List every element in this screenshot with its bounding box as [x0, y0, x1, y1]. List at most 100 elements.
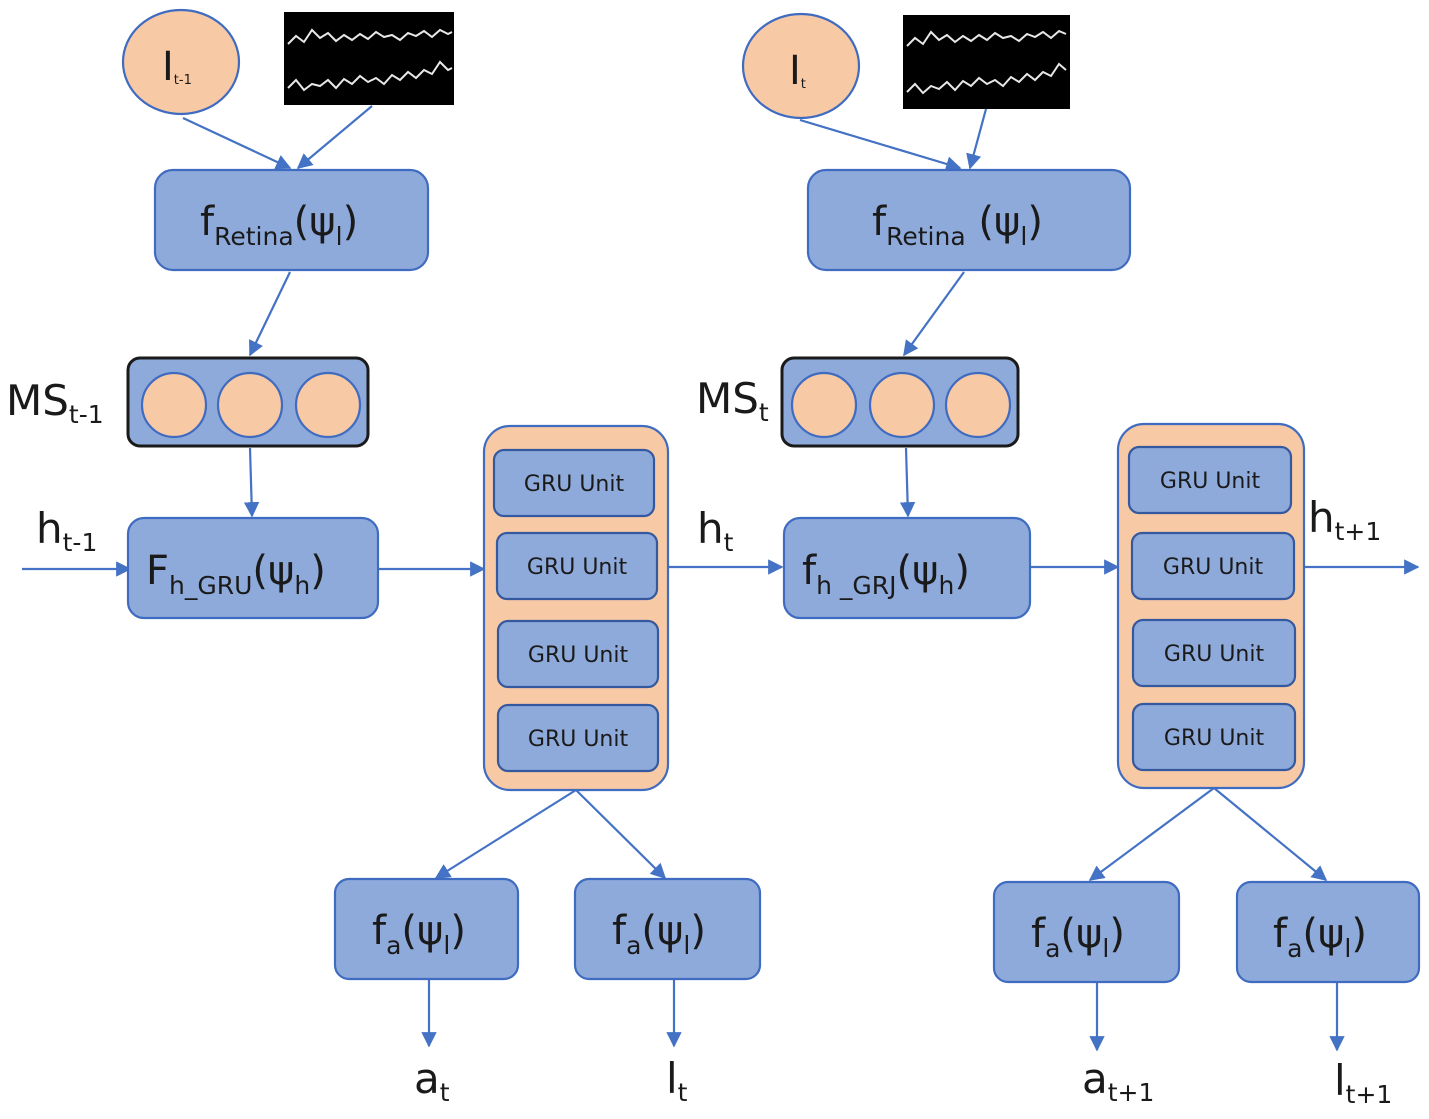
gru-unit-left-1-label: GRU Unit	[524, 472, 625, 497]
fh-right-sub: h _GRJ	[816, 571, 896, 600]
ms-right-cell-1	[790, 371, 858, 439]
ms-right-base: MS	[696, 374, 759, 423]
ms-left-cell-3	[294, 371, 362, 439]
gru-unit-left-4-label: GRU Unit	[528, 727, 629, 752]
fh-left-sub: h_GRU	[169, 571, 252, 600]
fh-right-close: )	[954, 548, 970, 594]
fa3-close: )	[1109, 911, 1125, 957]
retina-node-left: fRetina(ψl)	[153, 168, 430, 272]
fh-right-argsub: h	[939, 571, 955, 600]
svg-text:fh _GRJ(ψh): fh _GRJ(ψh)	[802, 548, 970, 600]
output-l-t1: lt+1	[1334, 1056, 1392, 1109]
fa2-close: )	[690, 908, 706, 954]
gru-unit-left-2: GRU Unit	[495, 531, 659, 601]
retina-right-base: f	[872, 199, 887, 245]
ms-right-sub: t	[759, 398, 769, 427]
fa3-sub: a	[1045, 934, 1060, 963]
gru-unit-right-2-label: GRU Unit	[1163, 555, 1264, 580]
retina-node-right: fRetina (ψl)	[806, 168, 1132, 272]
retina-right-sub: Retina	[886, 222, 966, 251]
edge-signal-left-to-retina	[296, 105, 373, 169]
h-left-label: ht-1	[36, 504, 97, 557]
edge-gru-left-to-fa2	[575, 789, 667, 880]
edge-gru-left-to-fa1	[434, 789, 577, 879]
fh-left-arg: (ψ	[252, 548, 294, 594]
fa4-argsub: l	[1344, 934, 1351, 963]
fa4-arg: (ψ	[1302, 911, 1344, 957]
h-right-base: h	[1308, 493, 1335, 542]
fa1-argsub: l	[443, 931, 450, 960]
edge-input-left-to-retina	[182, 117, 292, 170]
fa2-arg: (ψ	[641, 908, 683, 954]
fa4-close: )	[1351, 911, 1367, 957]
svg-text:It-1: It-1	[162, 44, 192, 90]
edge-ms-left-to-fh	[243, 447, 260, 518]
fa1-arg: (ψ	[401, 908, 443, 954]
edge-gru-right-to-fa2	[1213, 787, 1328, 881]
fa4-base: f	[1273, 911, 1288, 957]
ms-left-label: MSt-1	[6, 376, 104, 429]
h-left-base: h	[36, 504, 63, 553]
gru-unit-right-4-label: GRU Unit	[1164, 726, 1265, 751]
fa2-base: f	[612, 908, 627, 954]
edges	[22, 105, 1420, 1052]
fh-right-base: f	[802, 548, 817, 594]
svg-text:fa(ψl): fa(ψl)	[1031, 911, 1125, 963]
gru-stack-left: GRU Unit GRU Unit GRU Unit GRU Unit	[482, 424, 670, 792]
output-a-t-base: a	[414, 1054, 440, 1103]
retina-left-arg: (ψ	[294, 199, 336, 245]
h-mid-label: ht	[697, 504, 734, 557]
fa-node-4: fa(ψl)	[1235, 880, 1421, 984]
output-l-t-sub: t	[678, 1078, 688, 1107]
fa4-sub: a	[1287, 934, 1302, 963]
output-a-t-sub: t	[440, 1078, 450, 1107]
gru-unit-right-1-label: GRU Unit	[1160, 469, 1261, 494]
input-left-base: I	[162, 44, 174, 90]
gru-unit-right-1: GRU Unit	[1127, 445, 1293, 515]
gru-unit-right-3: GRU Unit	[1131, 618, 1297, 688]
retina-left-sub: Retina	[214, 222, 294, 251]
fa-node-3: fa(ψl)	[992, 880, 1181, 984]
retina-left-close: )	[343, 199, 359, 245]
ms-left-cell-2	[216, 371, 284, 439]
output-l-t-base: l	[666, 1054, 678, 1103]
fa3-base: f	[1031, 911, 1046, 957]
fh-node-right: fh _GRJ(ψh)	[782, 516, 1032, 620]
output-a-t1-sub: t+1	[1108, 1078, 1155, 1107]
edge-gru-right-to-fa1	[1088, 787, 1215, 881]
retina-right-argsub: l	[1020, 222, 1027, 251]
ms-node-left	[126, 356, 370, 448]
ms-left-base: MS	[6, 376, 69, 425]
output-a-t1: at+1	[1082, 1054, 1154, 1107]
fh-right-arg: (ψ	[897, 548, 939, 594]
fa3-arg: (ψ	[1060, 911, 1102, 957]
svg-text:fa(ψl): fa(ψl)	[1273, 911, 1367, 963]
fa2-argsub: l	[683, 931, 690, 960]
gru-unit-right-2: GRU Unit	[1130, 531, 1296, 601]
ms-right-cell-3	[944, 371, 1012, 439]
output-l-t: lt	[666, 1054, 688, 1107]
input-right-sub: t	[801, 77, 806, 92]
ms-node-right	[780, 356, 1020, 448]
fa-node-2: fa(ψl)	[573, 877, 762, 981]
ms-right-cell-2	[868, 371, 936, 439]
output-a-t: at	[414, 1054, 450, 1107]
gru-unit-left-3-label: GRU Unit	[528, 643, 629, 668]
fa1-close: )	[450, 908, 466, 954]
edge-retina-left-to-ms	[249, 271, 291, 357]
svg-text:It: It	[789, 48, 806, 94]
svg-text:fRetina(ψl): fRetina(ψl)	[200, 199, 358, 251]
edge-signal-right-to-retina	[966, 108, 988, 170]
ms-left-sub: t-1	[69, 400, 104, 429]
fa-node-1: fa(ψl)	[333, 877, 520, 981]
svg-text:Fh_GRU(ψh): Fh_GRU(ψh)	[146, 548, 326, 600]
retina-left-base: f	[200, 199, 215, 245]
output-l-t1-base: l	[1334, 1056, 1346, 1105]
input-right-base: I	[789, 48, 801, 94]
input-left-sub: t-1	[174, 73, 192, 88]
fh-left-close: )	[310, 548, 326, 594]
edge-input-right-to-retina	[799, 118, 962, 172]
fh-node-left: Fh_GRU(ψh)	[126, 516, 380, 620]
svg-text:fa(ψl): fa(ψl)	[612, 908, 706, 960]
